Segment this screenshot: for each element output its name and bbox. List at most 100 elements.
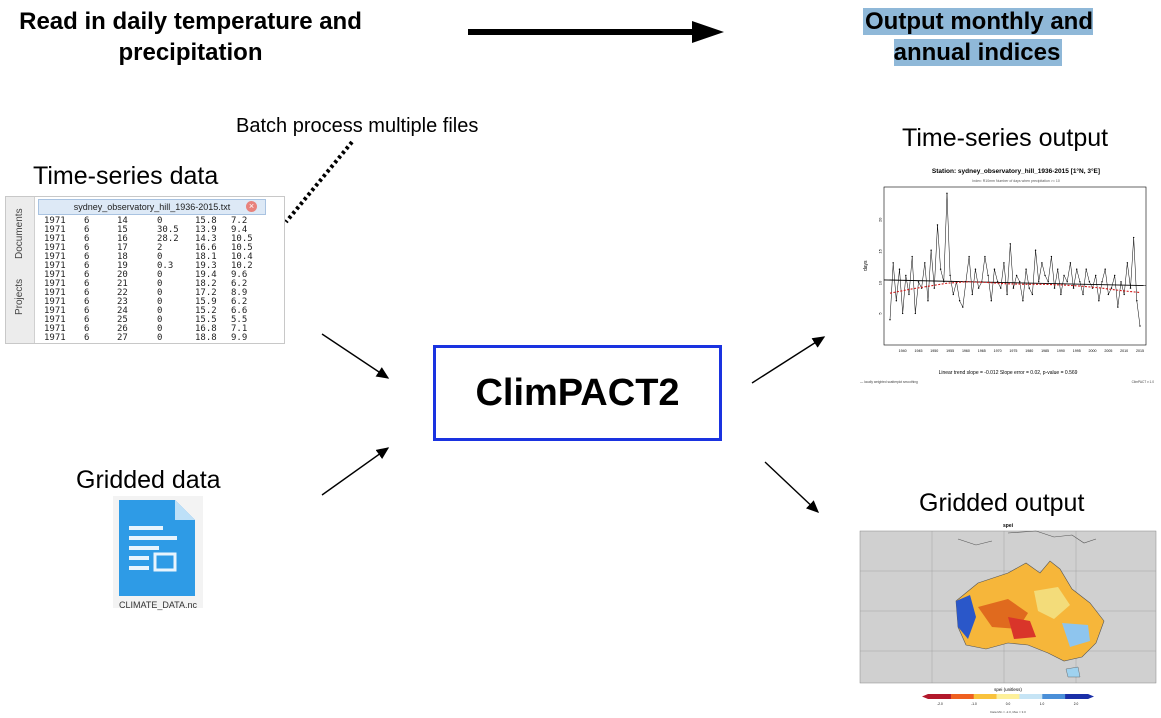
table-cell: 6 xyxy=(84,324,90,334)
table-cell: 10.4 xyxy=(231,252,253,262)
table-cell: 14 xyxy=(117,216,128,226)
ts-point xyxy=(1107,293,1110,296)
timeseries-output-chart: Station: sydney_observatory_hill_1936-20… xyxy=(858,161,1158,387)
ts-xtick: 1960 xyxy=(962,349,970,353)
ts-trend-line xyxy=(883,279,1147,287)
ts-point xyxy=(914,312,917,315)
arrow-gridded-in xyxy=(321,447,390,496)
ts-point xyxy=(1129,287,1132,289)
arrow-timeseries-in xyxy=(321,333,390,379)
ts-xtick: 1945 xyxy=(914,349,922,353)
table-cell: 10.2 xyxy=(231,261,253,271)
table-cell: 23 xyxy=(117,297,128,307)
colorbar-segment xyxy=(1065,694,1089,699)
colorbar-right-arrow xyxy=(1088,694,1094,699)
ts-point xyxy=(933,287,936,289)
ts-point xyxy=(1104,268,1106,270)
table-cell: 6 xyxy=(84,261,90,271)
ts-point xyxy=(1012,287,1015,289)
table-cell: 0 xyxy=(157,297,163,307)
ts-point xyxy=(1028,287,1030,289)
ts-point xyxy=(892,262,894,264)
ts-point xyxy=(1000,287,1002,289)
ts-xtick: 2005 xyxy=(1104,349,1112,353)
gridded-output-label: Gridded output xyxy=(919,489,1085,517)
colorbar-tick: 2.0 xyxy=(1074,702,1079,706)
ts-point xyxy=(1025,268,1027,270)
ts-xtick: 1975 xyxy=(1009,349,1017,353)
ts-chart-subtitle: Index: R10mm Number of days when precipi… xyxy=(972,179,1060,183)
ts-point xyxy=(911,255,913,258)
ts-point xyxy=(1060,293,1062,296)
close-tab-icon[interactable]: × xyxy=(246,201,257,212)
table-cell: 0.3 xyxy=(157,261,174,271)
table-cell: 27 xyxy=(117,333,128,343)
table-cell: 15.2 xyxy=(195,306,217,316)
table-cell: 1971 xyxy=(44,297,66,307)
documents-tab[interactable]: Documents xyxy=(14,208,25,259)
table-cell: 19.3 xyxy=(195,261,217,271)
table-cell: 15 xyxy=(117,225,128,235)
ts-point xyxy=(1057,268,1059,270)
ts-point xyxy=(1050,255,1053,258)
table-cell: 7.2 xyxy=(231,216,248,226)
table-cell: 1971 xyxy=(44,306,66,316)
flow-arrows xyxy=(321,333,826,513)
ts-point xyxy=(1003,262,1005,264)
table-cell: 17 xyxy=(117,243,128,253)
timeseries-output-label: Time-series output xyxy=(902,124,1109,152)
file-tab[interactable]: sydney_observatory_hill_1936-2015.txt xyxy=(38,199,266,215)
table-cell: 0 xyxy=(157,279,163,289)
ts-point xyxy=(952,293,954,296)
ts-point xyxy=(1120,281,1122,283)
table-cell: 6 xyxy=(84,252,90,262)
timeseries-data-label: Time-series data xyxy=(33,162,219,190)
table-cell: 6 xyxy=(84,288,90,298)
table-cell: 9.4 xyxy=(231,225,248,235)
table-cell: 0 xyxy=(157,324,163,334)
table-cell: 1971 xyxy=(44,288,66,298)
table-cell: 15.9 xyxy=(195,297,217,307)
ts-point xyxy=(990,300,992,302)
table-cell: 0 xyxy=(157,288,163,298)
ts-point xyxy=(924,262,926,264)
ts-legend: — locally weighted scatterplot smoothing xyxy=(860,380,918,384)
output-header-text: Output monthly and annual indices xyxy=(863,8,1093,66)
table-cell: 6 xyxy=(84,225,90,235)
output-header: Output monthly and annual indices xyxy=(828,6,1128,68)
netcdf-file-icon xyxy=(113,496,203,608)
ts-point xyxy=(905,274,907,277)
table-cell: 9.9 xyxy=(231,333,248,343)
ts-xtick: 1940 xyxy=(899,349,907,353)
table-cell: 6 xyxy=(84,297,90,307)
ts-point xyxy=(1063,274,1065,277)
ts-point xyxy=(1079,281,1081,283)
projects-tab[interactable]: Projects xyxy=(14,278,25,315)
table-cell: 19.4 xyxy=(195,270,217,280)
colorbar-tick: 1.0 xyxy=(1040,702,1045,706)
map-title: spei xyxy=(1003,523,1014,529)
table-cell: 0 xyxy=(157,333,163,343)
ts-ytick: 10 xyxy=(878,280,883,285)
table-cell: 6.6 xyxy=(231,306,248,316)
ts-point xyxy=(939,268,942,270)
ts-point xyxy=(1076,268,1078,270)
table-cell: 6.2 xyxy=(231,297,248,307)
ts-point xyxy=(930,249,932,251)
table-cell: 18.2 xyxy=(195,279,217,289)
table-cell: 1971 xyxy=(44,243,66,253)
ts-stats: Linear trend slope = -0.012 Slope error … xyxy=(939,370,1078,376)
table-cell: 6 xyxy=(84,270,90,280)
table-cell: 2 xyxy=(157,243,163,253)
table-cell: 1971 xyxy=(44,216,66,226)
